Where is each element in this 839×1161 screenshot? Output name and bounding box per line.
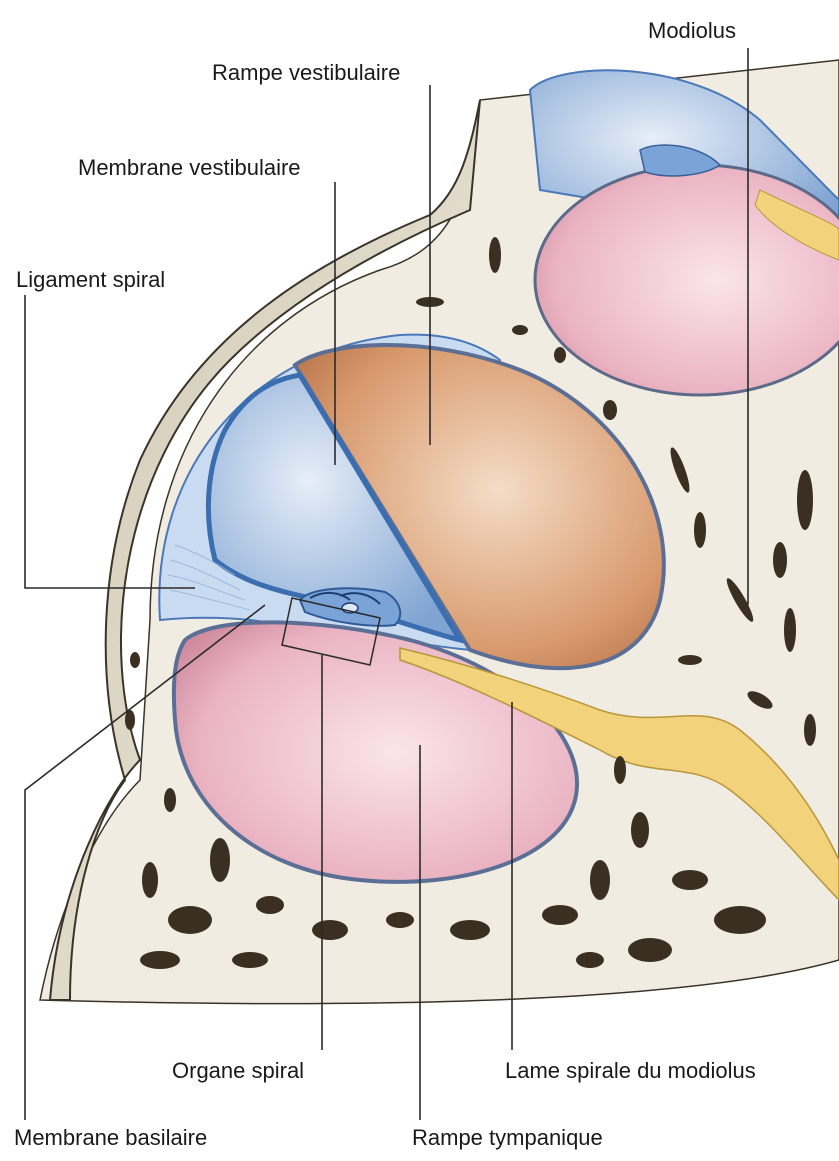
label-modiolus: Modiolus <box>648 18 736 43</box>
upper-turn-tympanic-scala <box>535 165 839 395</box>
label-organe-spiral: Organe spiral <box>172 1058 304 1083</box>
label-lame-spirale: Lame spirale du modiolus <box>505 1058 756 1083</box>
label-rampe-tympanique: Rampe tympanique <box>412 1125 603 1150</box>
label-rampe-vestibulaire: Rampe vestibulaire <box>212 60 400 85</box>
label-ligament-spiral: Ligament spiral <box>16 267 165 292</box>
label-membrane-vestibulaire: Membrane vestibulaire <box>78 155 301 180</box>
label-membrane-basilaire: Membrane basilaire <box>14 1125 207 1150</box>
